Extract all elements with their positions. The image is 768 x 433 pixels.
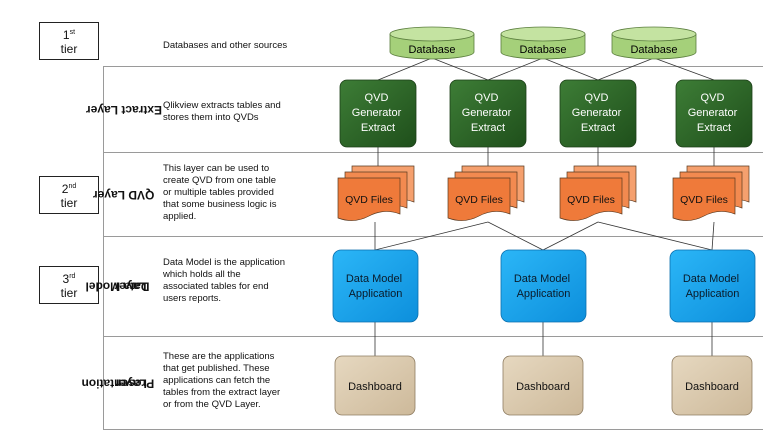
extract-label-line: Generator xyxy=(688,107,738,119)
data-model-label-line: Application xyxy=(517,288,571,300)
qvd-files-label: QVD Files xyxy=(680,194,728,206)
data-model-node: Data Model Application xyxy=(332,249,419,323)
svg-text:QVD Generator Extr: QVD Generator Extract xyxy=(462,92,515,134)
tier-word: tier xyxy=(60,42,78,56)
desc-presentation: These are the applications that get publ… xyxy=(163,351,281,410)
desc-extract: Qlikview extracts tables and stores them… xyxy=(163,100,281,123)
extract-label-line: Extract xyxy=(361,122,395,134)
svg-text:QVD Generator Extr: QVD Generator Extract xyxy=(572,92,625,134)
tier-number: 1st xyxy=(62,28,76,42)
separator-presentation-top xyxy=(103,336,763,337)
extract-label-line: Extract xyxy=(581,122,615,134)
extract-label-line: Extract xyxy=(697,122,731,134)
svg-text:Data Model Application: Data Model Application xyxy=(514,273,573,300)
dashboard-node: Dashboard xyxy=(671,355,753,416)
data-model-label-line: Data Model xyxy=(683,273,739,285)
dashboard-node: Dashboard xyxy=(334,355,416,416)
qvd-files-label: QVD Files xyxy=(567,194,615,206)
qvd-files-node: QVD Files xyxy=(447,165,525,221)
left-divider xyxy=(103,66,104,430)
extract-node: QVD Generator Extract xyxy=(559,79,637,148)
separator-extract-top xyxy=(103,66,763,67)
tier-number: 2nd xyxy=(61,182,77,196)
desc-qvd: This layer can be used to create QVD fro… xyxy=(163,163,277,222)
connector-line xyxy=(377,57,433,81)
extract-label-line: QVD xyxy=(585,92,609,104)
data-model-node: Data Model Application xyxy=(500,249,587,323)
qvd-files-node: QVD Files xyxy=(559,165,637,221)
data-model-label-line: Application xyxy=(349,288,403,300)
desc-sources: Databases and other sources xyxy=(163,40,288,51)
tier-word: tier xyxy=(60,286,78,300)
data-model-label-line: Data Model xyxy=(346,273,402,285)
tier-box-2: 2nd tier xyxy=(39,176,99,214)
connector-line xyxy=(542,57,599,81)
connector-line xyxy=(487,221,544,251)
svg-text:Data Model Application: Data Model Application xyxy=(683,273,742,300)
qvd-files-node: QVD Files xyxy=(672,165,750,221)
connector-line xyxy=(653,57,715,81)
data-model-label-line: Data Model xyxy=(514,273,570,285)
extract-node: QVD Generator Extract xyxy=(675,79,753,148)
separator-bottom xyxy=(103,429,763,430)
extract-label-line: Extract xyxy=(471,122,505,134)
extract-label-line: Generator xyxy=(462,107,512,119)
connector-line xyxy=(487,57,544,81)
dashboard-node: Dashboard xyxy=(502,355,584,416)
database-label: Database xyxy=(519,44,566,56)
qvd-files-node: QVD Files xyxy=(337,165,415,221)
database-label: Database xyxy=(630,44,677,56)
tier-box-3: 3rd tier xyxy=(39,266,99,304)
extract-label-line: Generator xyxy=(352,107,402,119)
connector-line xyxy=(597,57,655,81)
dashboard-label: Dashboard xyxy=(685,381,739,393)
extract-node: QVD Generator Extract xyxy=(339,79,417,148)
extract-label-line: Generator xyxy=(572,107,622,119)
connector-line xyxy=(542,221,599,251)
connector-line xyxy=(431,57,489,81)
data-model-label-line: Application xyxy=(686,288,740,300)
extract-label-line: QVD xyxy=(701,92,725,104)
connector-line xyxy=(597,221,713,251)
qvd-files-label: QVD Files xyxy=(345,194,393,206)
extract-label-line: QVD xyxy=(365,92,389,104)
svg-text:QVD Generator Extr: QVD Generator Extract xyxy=(352,92,405,134)
tier-box-1: 1st tier xyxy=(39,22,99,60)
separator-datamodel-top xyxy=(103,236,763,237)
database-node: Database xyxy=(389,26,475,60)
separator-qvd-top xyxy=(103,152,763,153)
extract-label-line: QVD xyxy=(475,92,499,104)
tier-number: 3rd xyxy=(62,272,76,286)
connector-line xyxy=(711,221,715,251)
dashboard-label: Dashboard xyxy=(348,381,402,393)
svg-text:QVD Generator Extr: QVD Generator Extract xyxy=(688,92,741,134)
dashboard-label: Dashboard xyxy=(516,381,570,393)
extract-node: QVD Generator Extract xyxy=(449,79,527,148)
desc-datamodel: Data Model is the application which hold… xyxy=(163,257,285,304)
database-node: Database xyxy=(500,26,586,60)
tier-word: tier xyxy=(60,196,78,210)
svg-text:Data Model Application: Data Model Application xyxy=(346,273,405,300)
data-model-node: Data Model Application xyxy=(669,249,756,323)
qvd-files-label: QVD Files xyxy=(455,194,503,206)
database-label: Database xyxy=(408,44,455,56)
database-node: Database xyxy=(611,26,697,60)
connector-line xyxy=(374,221,489,251)
connectors xyxy=(374,57,715,356)
